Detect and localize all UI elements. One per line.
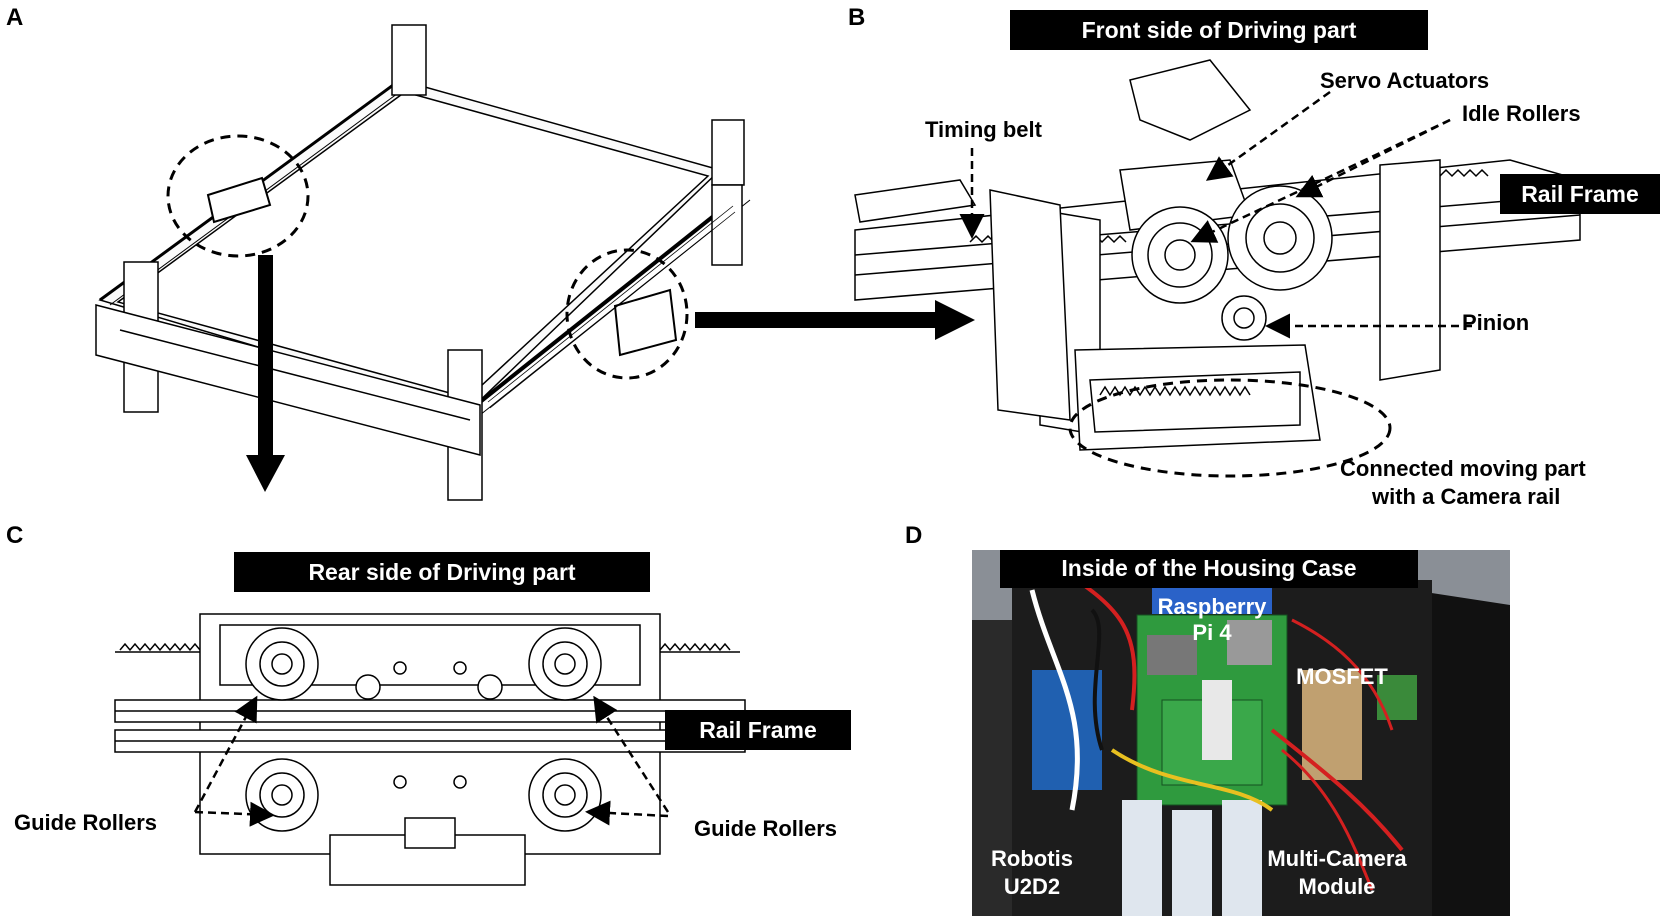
- panel-a-letter: A: [6, 4, 24, 31]
- panel-c-callouts: [193, 695, 670, 827]
- panel-c-title: Rear side of Driving part: [234, 552, 650, 592]
- raspberry-pi-label-line2: Pi 4: [1192, 620, 1232, 645]
- panel-b-moving-part-circle: [1068, 378, 1392, 478]
- servo-actuators-label: Servo Actuators: [1320, 68, 1490, 93]
- robotis-label-line2: U2D2: [1003, 874, 1061, 899]
- panel-a-gantry: [95, 24, 751, 501]
- panel-b-rail-frame-label: Rail Frame: [1500, 174, 1660, 214]
- panel-c-drawing: [114, 613, 746, 886]
- timing-belt-label: Timing belt: [925, 117, 1042, 142]
- multi-camera-label-line1: Multi-Camera: [1267, 846, 1407, 871]
- camera-rail-label: with a Camera rail: [1372, 484, 1561, 509]
- robotis-label-line1: Robotis: [991, 846, 1073, 871]
- raspberry-pi-label-line1: Raspberry: [1157, 594, 1267, 619]
- housing-case-illustration: [972, 550, 1510, 916]
- guide-rollers-right-label: Guide Rollers: [694, 816, 838, 841]
- panel-c-letter: C: [6, 522, 24, 549]
- panel-b-callouts: [959, 90, 1472, 339]
- panel-d-letter: D: [905, 522, 923, 549]
- panel-b-letter: B: [848, 4, 866, 31]
- panel-a-zoom-circle-left: [166, 134, 310, 258]
- panel-a-zoom-circle-right: [565, 248, 689, 380]
- multi-camera-label-line2: Module: [1298, 874, 1376, 899]
- arrow-to-panel-c: [246, 255, 285, 492]
- guide-rollers-left-label: Guide Rollers: [14, 810, 158, 835]
- idle-rollers-label: Idle Rollers: [1462, 101, 1581, 126]
- connected-moving-part-label: Connected moving part: [1340, 456, 1586, 481]
- panel-d-title: Inside of the Housing Case: [1000, 550, 1418, 588]
- mosfet-label: MOSFET: [1296, 664, 1388, 689]
- arrow-to-panel-b: [695, 300, 975, 340]
- pinion-label: Pinion: [1462, 310, 1530, 335]
- panel-c-rail-frame-label: Rail Frame: [665, 710, 851, 750]
- panel-b-title: Front side of Driving part: [1010, 10, 1428, 50]
- housing-case-photo: Inside of the Housing Case Raspberry Pi …: [972, 550, 1510, 916]
